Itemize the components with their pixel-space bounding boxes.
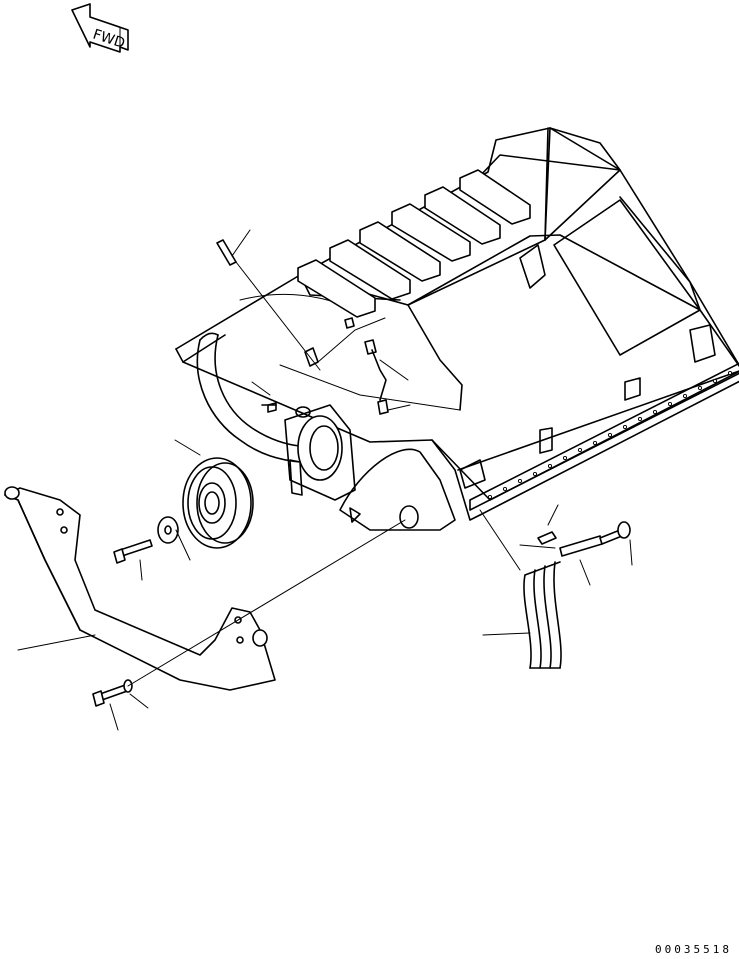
- hinge-pin: [559, 535, 603, 557]
- bearing-housing: [267, 402, 356, 501]
- lower-arm: [4, 486, 276, 691]
- fwd-arrow-icon: FWD: [71, 3, 129, 53]
- washer: [157, 516, 179, 544]
- main-housing: [175, 127, 739, 521]
- bolt-right: [599, 521, 631, 545]
- bolt-upper: [113, 539, 153, 564]
- leader-lines: [17, 229, 633, 731]
- top-crossbars: [297, 169, 531, 318]
- perforated-rail: [469, 362, 739, 511]
- hose-pipe: [196, 332, 301, 463]
- pulley: [182, 457, 254, 549]
- pin: [537, 531, 557, 545]
- drawing-code: 00035518: [655, 943, 732, 956]
- side-arm: [339, 448, 456, 531]
- chain-curtain: [523, 561, 562, 669]
